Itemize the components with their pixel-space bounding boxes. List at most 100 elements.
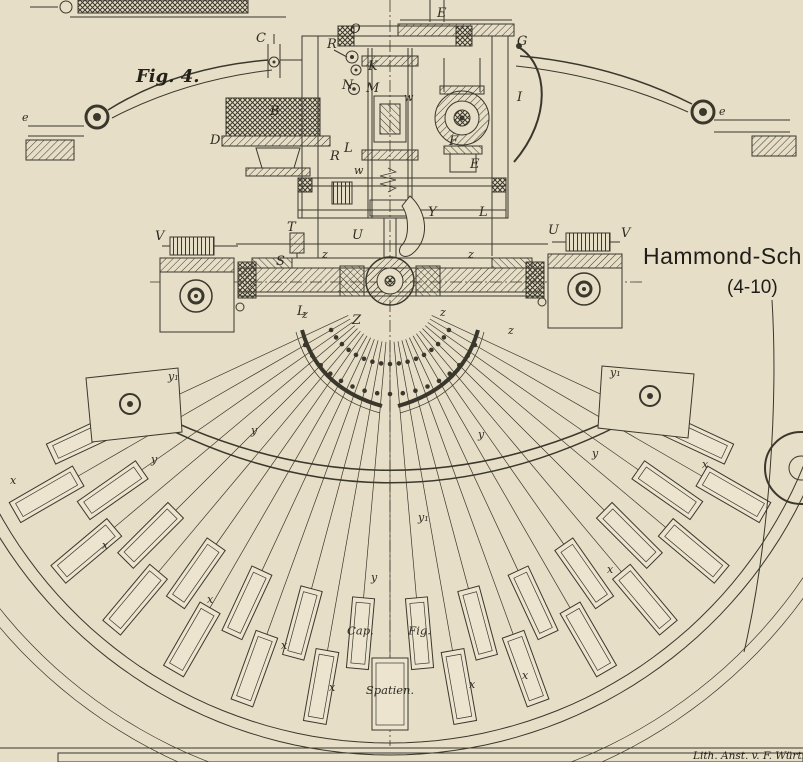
key	[8, 465, 85, 524]
type-pin-dot	[378, 361, 384, 366]
part-label: w	[354, 164, 364, 177]
key-lever	[393, 341, 418, 602]
part-label: O	[350, 22, 361, 37]
right-edge-knob	[743, 299, 803, 653]
key	[657, 517, 730, 584]
key-lever	[397, 341, 454, 655]
part-label: e	[719, 105, 726, 118]
part-label: y	[370, 571, 378, 584]
type-pin-dot	[435, 341, 441, 347]
key-lever	[362, 341, 387, 602]
key	[162, 601, 221, 678]
type-pin-dot	[387, 361, 393, 367]
platen-fragment	[30, 0, 286, 18]
key	[345, 596, 376, 671]
key-label-cap: Cap.	[347, 624, 374, 638]
key	[102, 563, 169, 636]
part-label: y	[150, 453, 158, 466]
key	[695, 465, 772, 524]
part-label: x	[522, 669, 529, 682]
ribbon-claws	[295, 329, 485, 414]
key	[507, 565, 559, 641]
right-arm	[515, 55, 797, 157]
labels: Fig. 4. Hammond-Schreib (4-10) Lith. Ans…	[10, 6, 803, 762]
top-bracket-eg	[397, 0, 543, 163]
part-label: x	[281, 639, 288, 652]
type-pin-dot	[370, 359, 375, 365]
key	[595, 501, 663, 569]
block-b	[221, 97, 331, 177]
key	[117, 501, 185, 569]
part-label: y₁	[609, 366, 621, 379]
part-label: x	[10, 474, 17, 487]
part-label: x	[469, 678, 476, 691]
key-lever	[213, 333, 364, 548]
photo-edge-strip	[57, 752, 803, 762]
part-label: U	[548, 223, 560, 238]
type-pin-dot	[374, 390, 380, 396]
key-lever	[172, 328, 358, 514]
frame-arc	[0, 577, 803, 762]
key-lever	[416, 333, 567, 548]
key	[302, 647, 340, 726]
key-lever	[409, 337, 521, 575]
key-lever	[259, 337, 371, 575]
part-label: V	[621, 226, 632, 241]
part-label: L	[343, 141, 353, 156]
key	[230, 629, 279, 708]
key-lever	[265, 339, 375, 639]
coil-springs	[162, 232, 620, 256]
type-pin-dot	[328, 327, 334, 333]
part-label: V	[155, 229, 166, 244]
key-lever	[405, 339, 515, 639]
part-label: F	[448, 134, 459, 149]
key	[50, 517, 123, 584]
key	[76, 460, 149, 521]
part-label: y	[250, 424, 258, 437]
part-label: K	[367, 59, 379, 74]
part-label: B	[269, 104, 280, 119]
part-label: E	[436, 6, 447, 21]
key	[554, 537, 615, 610]
left-lower-plate	[85, 367, 183, 443]
part-label: e	[22, 111, 29, 124]
type-pin-dot	[396, 361, 402, 366]
type-pin-dot	[441, 335, 447, 340]
key	[631, 460, 704, 521]
part-label: R	[326, 37, 337, 52]
key	[281, 585, 323, 661]
part-label: y	[591, 447, 599, 460]
key-lever	[422, 328, 608, 514]
right-shoulder-plate	[537, 253, 623, 329]
type-pin-dot	[361, 356, 367, 362]
part-label: y	[477, 428, 485, 441]
key-lever	[401, 340, 470, 593]
left-shoulder-plate	[159, 257, 245, 333]
lower-frame	[236, 177, 548, 266]
part-label: w	[404, 91, 414, 104]
key-fan	[0, 315, 803, 762]
key	[559, 601, 618, 678]
type-pin-dot	[350, 384, 355, 389]
part-label: x	[607, 563, 614, 576]
part-label: x	[102, 539, 109, 552]
part-label: x	[702, 458, 709, 471]
key	[165, 537, 226, 610]
part-label: z	[507, 324, 514, 337]
key-lever	[138, 322, 353, 473]
type-pin-dot	[429, 347, 434, 353]
part-label: N	[341, 78, 354, 93]
part-label: y₁	[167, 370, 179, 383]
key-lever	[310, 340, 379, 593]
type-pin-dot	[387, 391, 393, 397]
part-label: y₁	[417, 511, 429, 524]
hammer-tower	[331, 48, 419, 218]
lithographer-credit: Lith. Anst. v. F. Würtz	[692, 750, 803, 762]
carriage-crossbar	[237, 256, 545, 306]
part-label: C	[256, 31, 266, 46]
part-label: T	[287, 220, 297, 235]
right-lower-plate	[597, 365, 695, 439]
frame-arc	[0, 465, 803, 744]
